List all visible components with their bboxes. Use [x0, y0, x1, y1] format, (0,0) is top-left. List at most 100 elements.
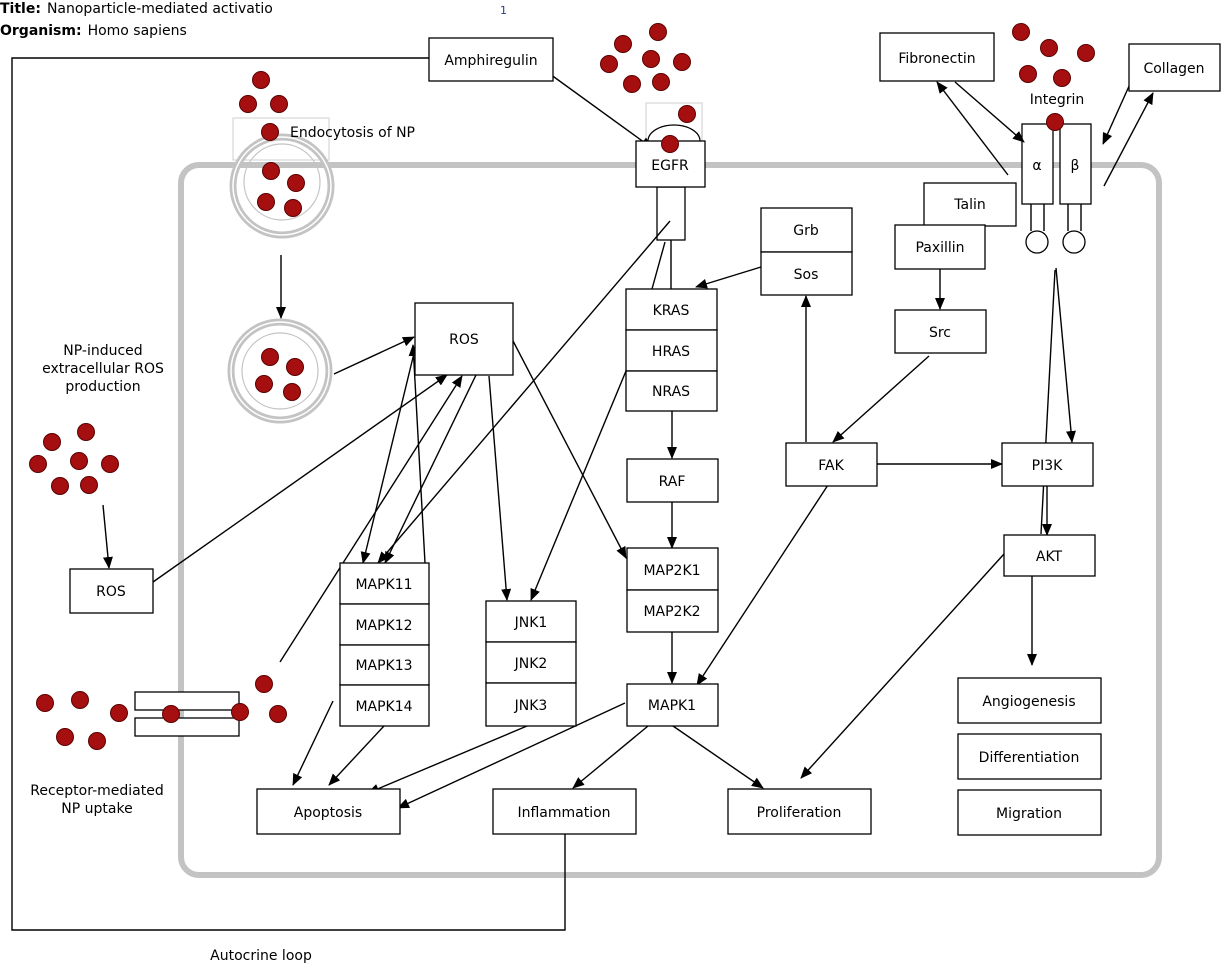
fibronectin-label: Fibronectin [898, 51, 975, 67]
node-migration[interactable]: Migration [957, 789, 1102, 836]
node-jnk2[interactable]: JNK2 [485, 641, 577, 684]
node-differentiation[interactable]: Differentiation [957, 733, 1102, 780]
organism-label: Organism: [0, 23, 82, 39]
nanoparticle [262, 162, 280, 180]
node-amphiregulin[interactable]: Amphiregulin [428, 37, 554, 82]
node-ros-cell[interactable]: ROS [414, 302, 514, 376]
mapk12-label: MAPK12 [355, 618, 412, 634]
angiogenesis-label: Angiogenesis [982, 694, 1075, 710]
nanoparticle [614, 35, 632, 53]
akt-label: AKT [1036, 549, 1063, 565]
nanoparticle [255, 675, 273, 693]
nras-label: NRAS [652, 384, 690, 400]
node-grb[interactable]: Grb [760, 207, 853, 253]
nanoparticle [36, 694, 54, 712]
node-sos[interactable]: Sos [760, 251, 853, 296]
nanoparticle [269, 705, 287, 723]
node-ros-out[interactable]: ROS [69, 568, 154, 614]
endocytosis-label: Endocytosis of NP [290, 125, 415, 141]
migration-label: Migration [996, 806, 1062, 822]
internal-vesicle [227, 318, 333, 424]
mapk11-label: MAPK11 [355, 577, 412, 593]
jnk3-label: JNK3 [514, 698, 548, 714]
node-jnk3[interactable]: JNK3 [485, 682, 577, 727]
node-angiogenesis[interactable]: Angiogenesis [957, 677, 1102, 724]
fak-label: FAK [818, 458, 844, 474]
node-mapk13[interactable]: MAPK13 [339, 644, 430, 686]
nanoparticle [1040, 39, 1058, 57]
node-apoptosis[interactable]: Apoptosis [256, 788, 401, 835]
nanoparticle [261, 123, 279, 141]
sos-label: Sos [794, 267, 819, 283]
title-value: Nanoparticle-mediated activatio [46, 1, 273, 17]
node-collagen[interactable]: Collagen [1128, 43, 1221, 92]
pathway-edges [11, 57, 1154, 931]
receptor-uptake-label-line-2: NP uptake [61, 801, 132, 817]
nanoparticle [600, 55, 618, 73]
integrin-beta-label: β [1071, 158, 1080, 174]
page-number: 1 [500, 4, 507, 17]
node-akt[interactable]: AKT [1003, 534, 1096, 577]
nanoparticle [642, 50, 660, 68]
receptor-uptake-label-line-1: Receptor-mediated [30, 783, 163, 799]
autocrine-loop-label: Autocrine loop [210, 948, 312, 964]
hras-label: HRAS [652, 344, 690, 360]
node-map2k1[interactable]: MAP2K1 [626, 547, 719, 591]
np-ros-label-line-2: extracellular ROS [42, 361, 164, 377]
nanoparticle [77, 423, 95, 441]
egfr-label: EGFR [651, 158, 689, 174]
node-kras[interactable]: KRAS [625, 288, 718, 331]
node-pi3k[interactable]: PI3K [1001, 442, 1094, 487]
nanoparticle [1012, 23, 1030, 41]
node-talin[interactable]: Talin [923, 182, 1017, 227]
node-jnk1[interactable]: JNK1 [485, 600, 577, 643]
mapk14-label: MAPK14 [355, 699, 412, 715]
np-ros-label-line-1: NP-induced [63, 343, 142, 359]
nanoparticle [162, 705, 180, 723]
nanoparticle [1046, 113, 1064, 131]
node-fak[interactable]: FAK [785, 442, 878, 487]
node-map2k2[interactable]: MAP2K2 [626, 589, 719, 633]
node-src[interactable]: Src [894, 309, 987, 354]
nanoparticle [101, 455, 119, 473]
nanoparticle [1077, 44, 1095, 62]
node-proliferation[interactable]: Proliferation [727, 788, 872, 835]
node-mapk12[interactable]: MAPK12 [339, 603, 430, 646]
integrin-receptor: α β Integrin [1021, 92, 1092, 254]
node-fibronectin[interactable]: Fibronectin [879, 32, 995, 82]
nanoparticle [231, 703, 249, 721]
title-line: Title: Nanoparticle-mediated activatio [0, 1, 273, 17]
node-hras[interactable]: HRAS [625, 329, 718, 372]
ros-cell-label: ROS [449, 332, 479, 348]
nanoparticle [623, 75, 641, 93]
node-mapk14[interactable]: MAPK14 [339, 684, 430, 727]
node-raf[interactable]: RAF [626, 458, 719, 503]
np-ros-label-line-3: production [65, 379, 140, 395]
node-mapk1[interactable]: MAPK1 [626, 683, 719, 727]
inflammation-label: Inflammation [517, 805, 610, 821]
jnk1-label: JNK1 [514, 615, 548, 631]
nanoparticle [110, 704, 128, 722]
organism-value: Homo sapiens [87, 23, 187, 39]
pi3k-label: PI3K [1032, 458, 1063, 474]
mapk1-label: MAPK1 [648, 698, 696, 714]
title-label: Title: [0, 1, 41, 17]
node-mapk11[interactable]: MAPK11 [339, 562, 430, 605]
kras-label: KRAS [653, 303, 690, 319]
proliferation-label: Proliferation [757, 805, 842, 821]
nanoparticle [29, 455, 47, 473]
amphiregulin-label: Amphiregulin [444, 53, 537, 69]
nanoparticle [673, 53, 691, 71]
node-inflammation[interactable]: Inflammation [492, 788, 637, 835]
map2k2-label: MAP2K2 [643, 604, 700, 620]
nanoparticle [661, 135, 679, 153]
grb-label: Grb [793, 223, 819, 239]
node-paxillin[interactable]: Paxillin [894, 224, 986, 270]
nanoparticle [56, 728, 74, 746]
jnk2-label: JNK2 [514, 656, 548, 672]
uptake-channel [134, 691, 240, 737]
node-nras[interactable]: NRAS [625, 370, 718, 412]
endocytosis-vesicle [229, 117, 335, 239]
integrin-alpha-label: α [1032, 158, 1041, 174]
